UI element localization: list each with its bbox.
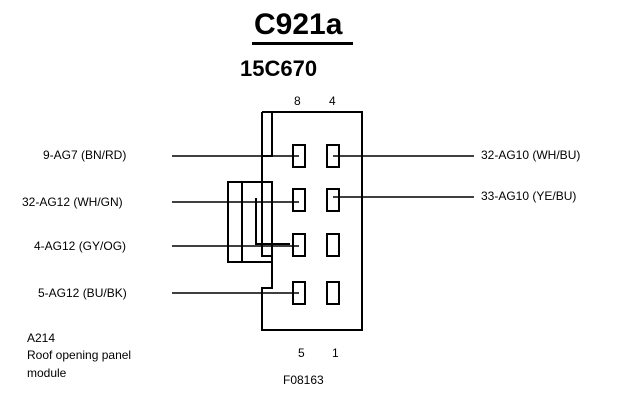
wire-label-left: 32-AG12 (WH/GN) bbox=[22, 195, 123, 209]
module-name-line1: Roof opening panel bbox=[27, 348, 132, 363]
terminal-cavity bbox=[326, 233, 340, 257]
connector-title: C921a bbox=[254, 8, 343, 41]
wire-label-left: 5-AG12 (BU/BK) bbox=[38, 286, 127, 300]
pin-number-bottom: 1 bbox=[332, 346, 339, 360]
wire-label-right: 33-AG10 (YE/BU) bbox=[481, 189, 577, 203]
connector-body bbox=[261, 111, 363, 331]
terminal-cavity bbox=[292, 188, 306, 212]
title-underline bbox=[252, 42, 353, 45]
pin-number-bottom: 5 bbox=[298, 346, 305, 360]
wire-label-left: 9-AG7 (BN/RD) bbox=[43, 148, 127, 162]
connector-lock-latch bbox=[255, 198, 290, 245]
terminal-cavity bbox=[292, 233, 306, 257]
terminal-cavity bbox=[326, 188, 340, 212]
terminal-cavity bbox=[326, 281, 340, 305]
wire-label-left: 4-AG12 (GY/OG) bbox=[34, 239, 127, 253]
pin-number-top: 4 bbox=[329, 94, 336, 108]
module-caption: A214 Roof opening panel module bbox=[27, 330, 187, 382]
module-name-line2: module bbox=[27, 365, 67, 380]
connector-lock-tab bbox=[227, 181, 273, 263]
pin-number-top: 8 bbox=[294, 94, 301, 108]
figure-id: F08163 bbox=[283, 373, 324, 387]
wire-label-right: 32-AG10 (WH/BU) bbox=[481, 148, 581, 162]
connector-part-number: 15C670 bbox=[240, 56, 318, 81]
module-code: A214 bbox=[27, 331, 56, 345]
